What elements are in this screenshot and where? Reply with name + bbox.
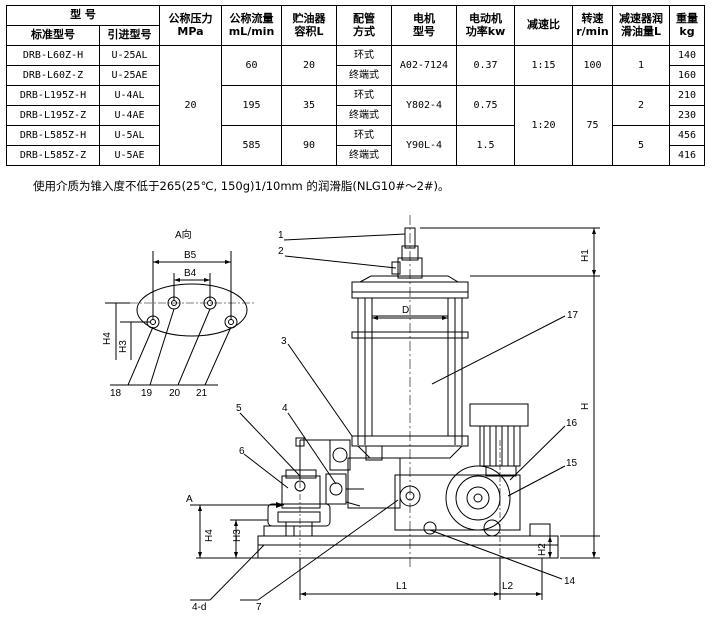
dim-h4-view: H4	[102, 332, 113, 345]
cell-speed: 100	[572, 45, 613, 86]
table-row: DRB-L60Z-Z U-25AE 终端式 160	[6, 65, 705, 86]
label-20: 20	[169, 388, 181, 399]
medium-note: 使用介质为锥入度不低于265(25℃, 150g)1/10mm 的润滑脂(NLG…	[33, 179, 450, 193]
cell-power: 1.5	[456, 125, 515, 166]
table-row: DRB-L585Z-Z U-5AE 终端式 416	[6, 145, 705, 166]
label-7: 7	[256, 602, 262, 613]
dim-b4: B4	[184, 268, 197, 279]
cell-reservoir: 90	[281, 125, 337, 166]
cell-leadin: U-5AE	[99, 145, 160, 166]
cell-flow: 585	[221, 125, 282, 166]
label-14: 14	[564, 576, 576, 587]
cell-motor: Y90L-4	[391, 125, 457, 166]
cell-reservoir: 35	[281, 85, 337, 126]
dim-h2: H2	[537, 543, 548, 556]
label-6: 6	[239, 446, 245, 457]
view-title: A向	[175, 228, 192, 241]
label-5: 5	[236, 403, 242, 414]
dim-l2: L2	[502, 581, 514, 592]
arrow-a-label: A	[186, 494, 193, 505]
part-leaders: 1 2 3 4 5 6 7 4-d 14 15 16 17	[190, 230, 579, 613]
cell-piping: 终端式	[336, 145, 392, 166]
cell-flow: 195	[221, 85, 282, 126]
dim-h1: H1	[580, 249, 591, 262]
label-3: 3	[281, 336, 287, 347]
table-row: DRB-L195Z-Z U-4AE 终端式 230	[6, 105, 705, 126]
label-21: 21	[196, 388, 208, 399]
dim-l1: L1	[396, 581, 408, 592]
cell-gear-oil: 5	[612, 125, 670, 166]
flange-outline	[136, 283, 248, 337]
header-piping: 配管方式	[336, 5, 392, 46]
label-15: 15	[566, 458, 578, 469]
dim-h: H	[580, 403, 591, 410]
cell-standard: DRB-L585Z-Z	[6, 145, 100, 166]
label-1: 1	[278, 230, 284, 241]
dim-d: D	[402, 305, 409, 316]
left-dimensions: A H4 H3	[186, 494, 284, 559]
gear-housing	[445, 465, 511, 531]
dim-h3-view: H3	[118, 340, 129, 353]
header-leadin-model: 引进型号	[99, 25, 160, 46]
header-standard-model: 标准型号	[6, 25, 100, 46]
header-reservoir: 贮油器容积L	[281, 5, 337, 46]
label-17: 17	[567, 310, 579, 321]
cell-reservoir: 20	[281, 45, 337, 86]
header-motor: 电机型号	[391, 5, 457, 46]
cell-flow: 60	[221, 45, 282, 86]
label-18: 18	[110, 388, 122, 399]
label-4: 4	[282, 403, 288, 414]
a-view: A向 B5 B4 H4 H3 18 19 20	[102, 228, 255, 399]
label-19: 19	[141, 388, 153, 399]
bottom-dimensions: L1 L2	[299, 558, 543, 600]
header-power: 电动机功率kw	[456, 5, 515, 46]
label-2: 2	[278, 246, 284, 257]
dim-h4-main: H4	[204, 529, 215, 542]
right-dimensions: H1 H H2	[420, 227, 600, 559]
header-ratio: 减速比	[514, 5, 573, 46]
hole-label: 4-d	[192, 602, 206, 613]
cell-speed: 75	[572, 85, 613, 166]
dim-h3-main: H3	[232, 529, 243, 542]
label-16: 16	[566, 418, 578, 429]
cell-weight: 416	[669, 145, 705, 166]
cell-motor: A02-7124	[391, 45, 457, 86]
base-plate	[257, 535, 559, 559]
dim-b5: B5	[184, 250, 197, 261]
pump-assembly: D	[257, 215, 559, 570]
